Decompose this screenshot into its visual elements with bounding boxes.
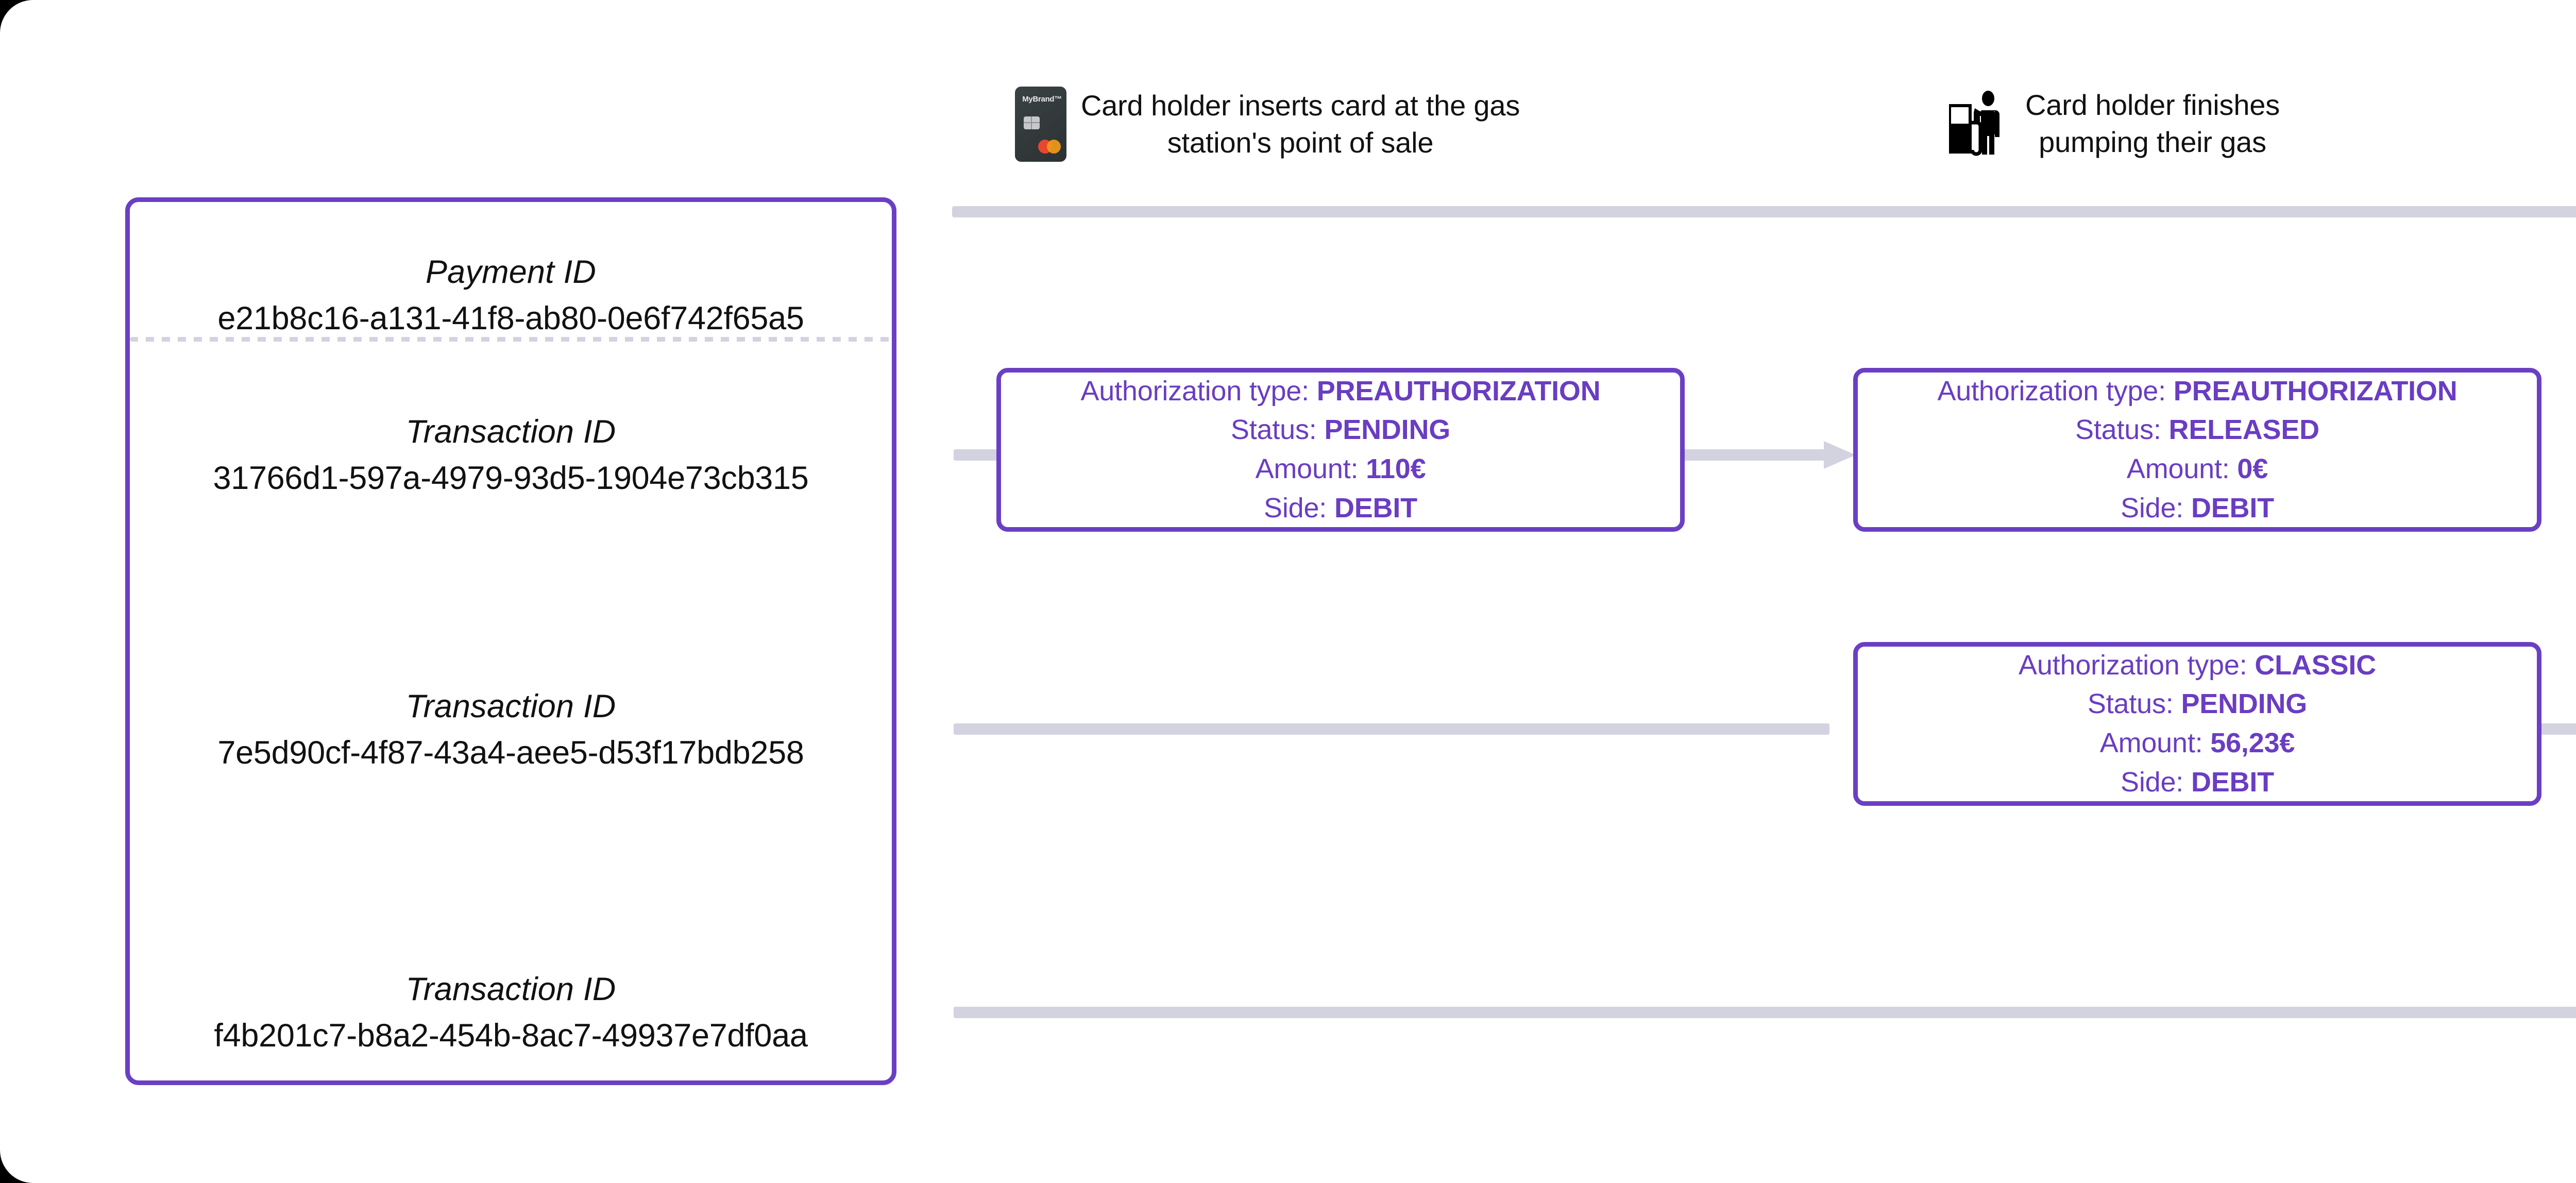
- side-label: Side:: [2121, 492, 2184, 523]
- status-value: PENDING: [2181, 688, 2308, 720]
- amount-label: Amount:: [2126, 453, 2230, 484]
- connector-row1-line: [1675, 449, 1830, 461]
- amount-value: 56,23€: [2210, 728, 2295, 758]
- transaction-id-value: 7e5d90cf-4f87-43a4-aee5-d53f17bdb258: [217, 734, 804, 771]
- transaction-id-label: Transaction ID: [405, 971, 616, 1007]
- transaction-card-r2c1[interactable]: Authorization type: CLASSIC Status: PEND…: [1853, 642, 2541, 806]
- connector-row2-line-b: [2532, 723, 2576, 735]
- side-line: Side: DEBIT: [2121, 489, 2274, 528]
- amount-label: Amount:: [1255, 453, 1359, 484]
- authorization-type-value: PREAUTHORIZATION: [1316, 375, 1601, 407]
- amount-line: Amount: 56,23€: [2100, 724, 2295, 763]
- authorization-type-value: CLASSIC: [2255, 649, 2376, 681]
- timeline-arrow: [952, 206, 2576, 217]
- status-line: Status: PENDING: [1231, 411, 1450, 450]
- amount-value: 110€: [1366, 453, 1426, 484]
- amount-label: Amount:: [2099, 728, 2203, 758]
- card-network-logo-icon: [1038, 140, 1061, 154]
- authorization-type-line: Authorization type: CLASSIC: [2019, 646, 2376, 685]
- transaction-id-label: Transaction ID: [405, 688, 616, 724]
- status-label: Status:: [2087, 688, 2174, 720]
- side-label: Side:: [2121, 766, 2184, 798]
- connector-row1-arrowhead: [1824, 441, 1856, 469]
- status-line: Status: RELEASED: [2075, 411, 2319, 450]
- authorization-type-label: Authorization type:: [1937, 375, 2166, 407]
- transaction-card-r1c2[interactable]: Authorization type: PREAUTHORIZATION Sta…: [1853, 368, 2541, 532]
- timeline-step-1: MyBrand™ Card holder inserts card at the…: [1015, 87, 1520, 162]
- amount-value: 0€: [2237, 453, 2268, 484]
- authorization-type-label: Authorization type:: [2019, 649, 2247, 681]
- authorization-type-line: Authorization type: PREAUTHORIZATION: [1937, 372, 2457, 411]
- amount-line: Amount: 110€: [1256, 450, 1426, 489]
- side-line: Side: DEBIT: [2121, 763, 2274, 802]
- status-line: Status: PENDING: [2088, 685, 2307, 724]
- side-value: DEBIT: [1334, 492, 1417, 523]
- card-chip-icon: [1024, 116, 1040, 129]
- transaction-id-value: f4b201c7-b8a2-454b-8ac7-49937e7df0aa: [214, 1017, 808, 1054]
- authorization-type-value: PREAUTHORIZATION: [2173, 375, 2458, 407]
- panel-divider: [130, 337, 892, 342]
- connector-row2-line: [954, 723, 1829, 735]
- side-line: Side: DEBIT: [1264, 489, 1417, 528]
- status-label: Status:: [2075, 414, 2161, 446]
- amount-line: Amount: 0€: [2127, 450, 2268, 489]
- transaction-id-value: 31766d1-597a-4979-93d5-1904e73cb315: [213, 460, 809, 496]
- status-value: RELEASED: [2168, 414, 2320, 446]
- side-value: DEBIT: [2191, 492, 2274, 523]
- status-label: Status:: [1230, 414, 1317, 446]
- credit-card-icon: MyBrand™: [1015, 87, 1066, 162]
- transaction-id-label: Transaction ID: [405, 414, 616, 450]
- side-label: Side:: [1264, 492, 1327, 523]
- timeline-step-1-caption: Card holder inserts card at the gas stat…: [1081, 89, 1520, 159]
- timeline-step-2: Card holder finishes pumping their gas: [1945, 87, 2280, 161]
- transaction-id-block-3: Transaction ID f4b201c7-b8a2-454b-8ac7-4…: [130, 968, 892, 1058]
- transaction-id-block-1: Transaction ID 31766d1-597a-4979-93d5-19…: [130, 411, 892, 500]
- card-brand-label: MyBrand™: [1022, 95, 1062, 104]
- payment-id-label: Payment ID: [425, 254, 597, 290]
- authorization-type-line: Authorization type: PREAUTHORIZATION: [1080, 372, 1600, 411]
- gas-pump-person-icon: [1949, 91, 1999, 156]
- transaction-card-r1c1[interactable]: Authorization type: PREAUTHORIZATION Sta…: [996, 368, 1685, 532]
- transaction-id-block-2: Transaction ID 7e5d90cf-4f87-43a4-aee5-d…: [130, 685, 892, 775]
- connector-row1-inbound: [954, 449, 1001, 461]
- connector-row3-line: [954, 1007, 2576, 1018]
- status-value: PENDING: [1324, 414, 1451, 446]
- payment-id-block: Payment ID e21b8c16-a131-41f8-ab80-0e6f7…: [130, 251, 892, 341]
- identifier-panel: Payment ID e21b8c16-a131-41f8-ab80-0e6f7…: [125, 197, 896, 1085]
- timeline-step-2-caption: Card holder finishes pumping their gas: [2025, 89, 2280, 159]
- side-value: DEBIT: [2191, 766, 2274, 798]
- authorization-type-label: Authorization type:: [1080, 375, 1309, 407]
- payment-id-value: e21b8c16-a131-41f8-ab80-0e6f742f65a5: [217, 300, 804, 336]
